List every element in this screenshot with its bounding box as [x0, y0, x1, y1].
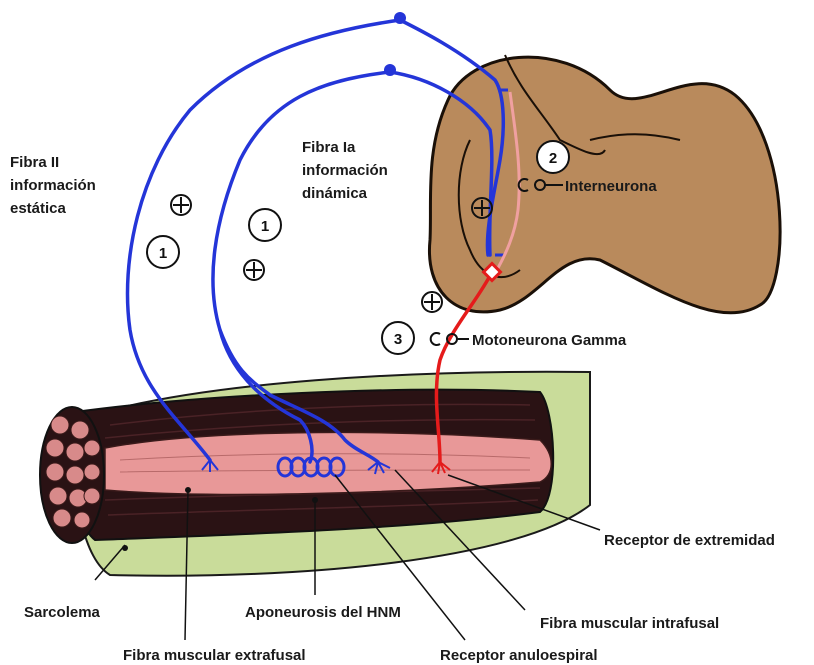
- sarcolema-dot: [122, 545, 128, 551]
- label-receptor-extremidad: Receptor de extremidad: [604, 532, 775, 549]
- label-fibra-ia-line3: dinámica: [302, 185, 368, 202]
- label-sarcolema: Sarcolema: [24, 604, 101, 621]
- label-receptor-anuloespiral: Receptor anuloespiral: [440, 647, 598, 664]
- ganglion-cell-fibra-ii: [394, 12, 406, 24]
- svg-text:1: 1: [159, 245, 167, 262]
- excitatory-sign: [422, 292, 442, 312]
- marker-3-gamma: 3: [382, 322, 414, 354]
- label-aponeurosis: Aponeurosis del HNM: [245, 604, 401, 621]
- svg-text:3: 3: [394, 331, 402, 348]
- marker-1-fibra-ii: 1: [147, 236, 179, 268]
- excitatory-sign: [244, 260, 264, 280]
- ganglion-cell-fibra-ia: [384, 64, 396, 76]
- label-interneurona: Interneurona: [565, 178, 657, 195]
- label-fibra-extrafusal: Fibra muscular extrafusal: [123, 647, 306, 664]
- label-motoneurona-gamma: Motoneurona Gamma: [472, 332, 627, 349]
- intrafusal-fiber: [105, 432, 551, 494]
- excitatory-sign: [472, 198, 492, 218]
- label-fibra-ii-line1: Fibra II: [10, 154, 59, 171]
- svg-text:2: 2: [549, 150, 557, 167]
- marker-2-interneuron: 2: [537, 141, 569, 173]
- marker-1-fibra-ia: 1: [249, 209, 281, 241]
- label-fibra-ia-line2: información: [302, 162, 388, 179]
- excitatory-sign: [171, 195, 191, 215]
- label-fibra-ii-line3: estática: [10, 200, 67, 217]
- label-fibra-ii-line2: información: [10, 177, 96, 194]
- svg-text:1: 1: [261, 218, 269, 235]
- label-fibra-intrafusal: Fibra muscular intrafusal: [540, 615, 719, 632]
- leader-dot: [185, 487, 191, 493]
- label-fibra-ia-line1: Fibra Ia: [302, 139, 356, 156]
- leader-dot: [312, 497, 318, 503]
